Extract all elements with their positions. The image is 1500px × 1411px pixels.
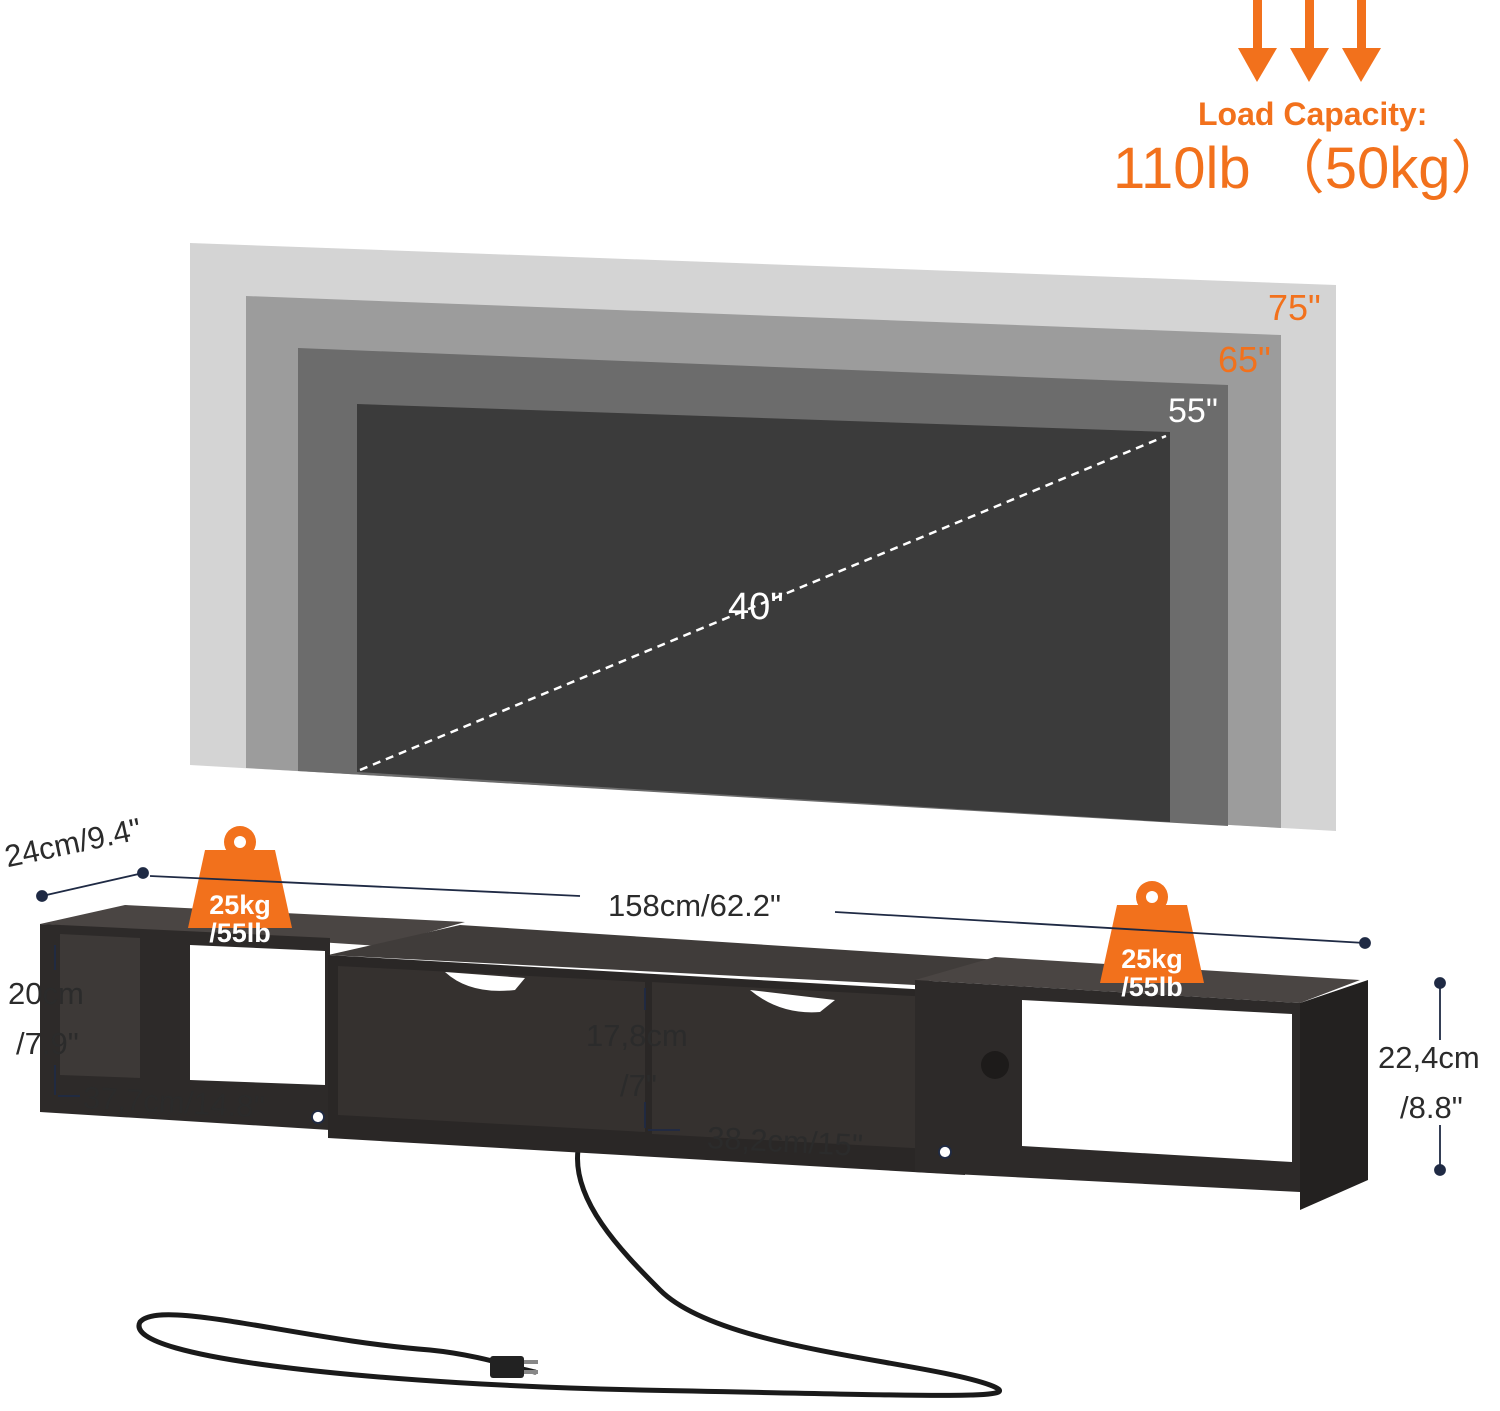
right-drawer-front <box>652 982 950 1150</box>
left-drawer-handle <box>445 972 525 991</box>
load-arrows-icon <box>1238 0 1381 82</box>
tv-40-screen <box>357 404 1170 822</box>
tv-diagonal-line <box>359 434 1167 772</box>
plug-icon <box>490 1356 538 1378</box>
power-cord <box>136 1147 1002 1398</box>
right-width-label: 38,2cm/15" <box>706 1120 864 1164</box>
tv-cabinet <box>40 905 1368 1210</box>
load-capacity-value: 110lb （50kg） <box>1113 136 1500 201</box>
left-module-opening <box>190 945 325 1085</box>
right-module-side <box>1300 980 1368 1210</box>
tv-size-55-label: 55" <box>1168 392 1218 430</box>
drawer-height-label-in: /7" <box>620 1068 657 1103</box>
tv-size-75-label: 75" <box>1268 287 1321 328</box>
weight-badge-left-text: 25kg /55lb <box>209 890 271 949</box>
left-module-inner <box>60 934 140 1078</box>
drawer-height-label-cm: 17,8cm <box>586 1018 688 1053</box>
load-capacity-label: Load Capacity: <box>1198 96 1428 132</box>
cable-hole <box>981 1051 1009 1079</box>
weight-badge-right-text: 25kg /55lb <box>1121 944 1183 1003</box>
dimension-lines <box>36 867 1446 1176</box>
left-width-label: 37,7cm/14.8" <box>82 1080 266 1125</box>
left-drawer-front <box>338 966 645 1132</box>
total-height-label-cm: 22,4cm <box>1378 1040 1480 1075</box>
weight-badge-left-icon <box>188 826 292 928</box>
total-height-label-in: /8.8" <box>1400 1090 1463 1125</box>
width-dimension-label: 158cm/62.2" <box>608 888 781 923</box>
right-drawer-handle <box>750 990 835 1013</box>
tv-size-layers <box>190 243 1336 831</box>
left-height-label-cm: 20cm <box>8 976 84 1011</box>
right-module-opening <box>1022 1000 1292 1162</box>
weight-badge-right-icon <box>1100 881 1204 983</box>
left-height-label-in: /7.9" <box>16 1026 79 1061</box>
tv-size-65-label: 65" <box>1218 339 1271 380</box>
center-module-top <box>328 925 1000 985</box>
tv-size-40-label: 40" <box>728 586 784 628</box>
